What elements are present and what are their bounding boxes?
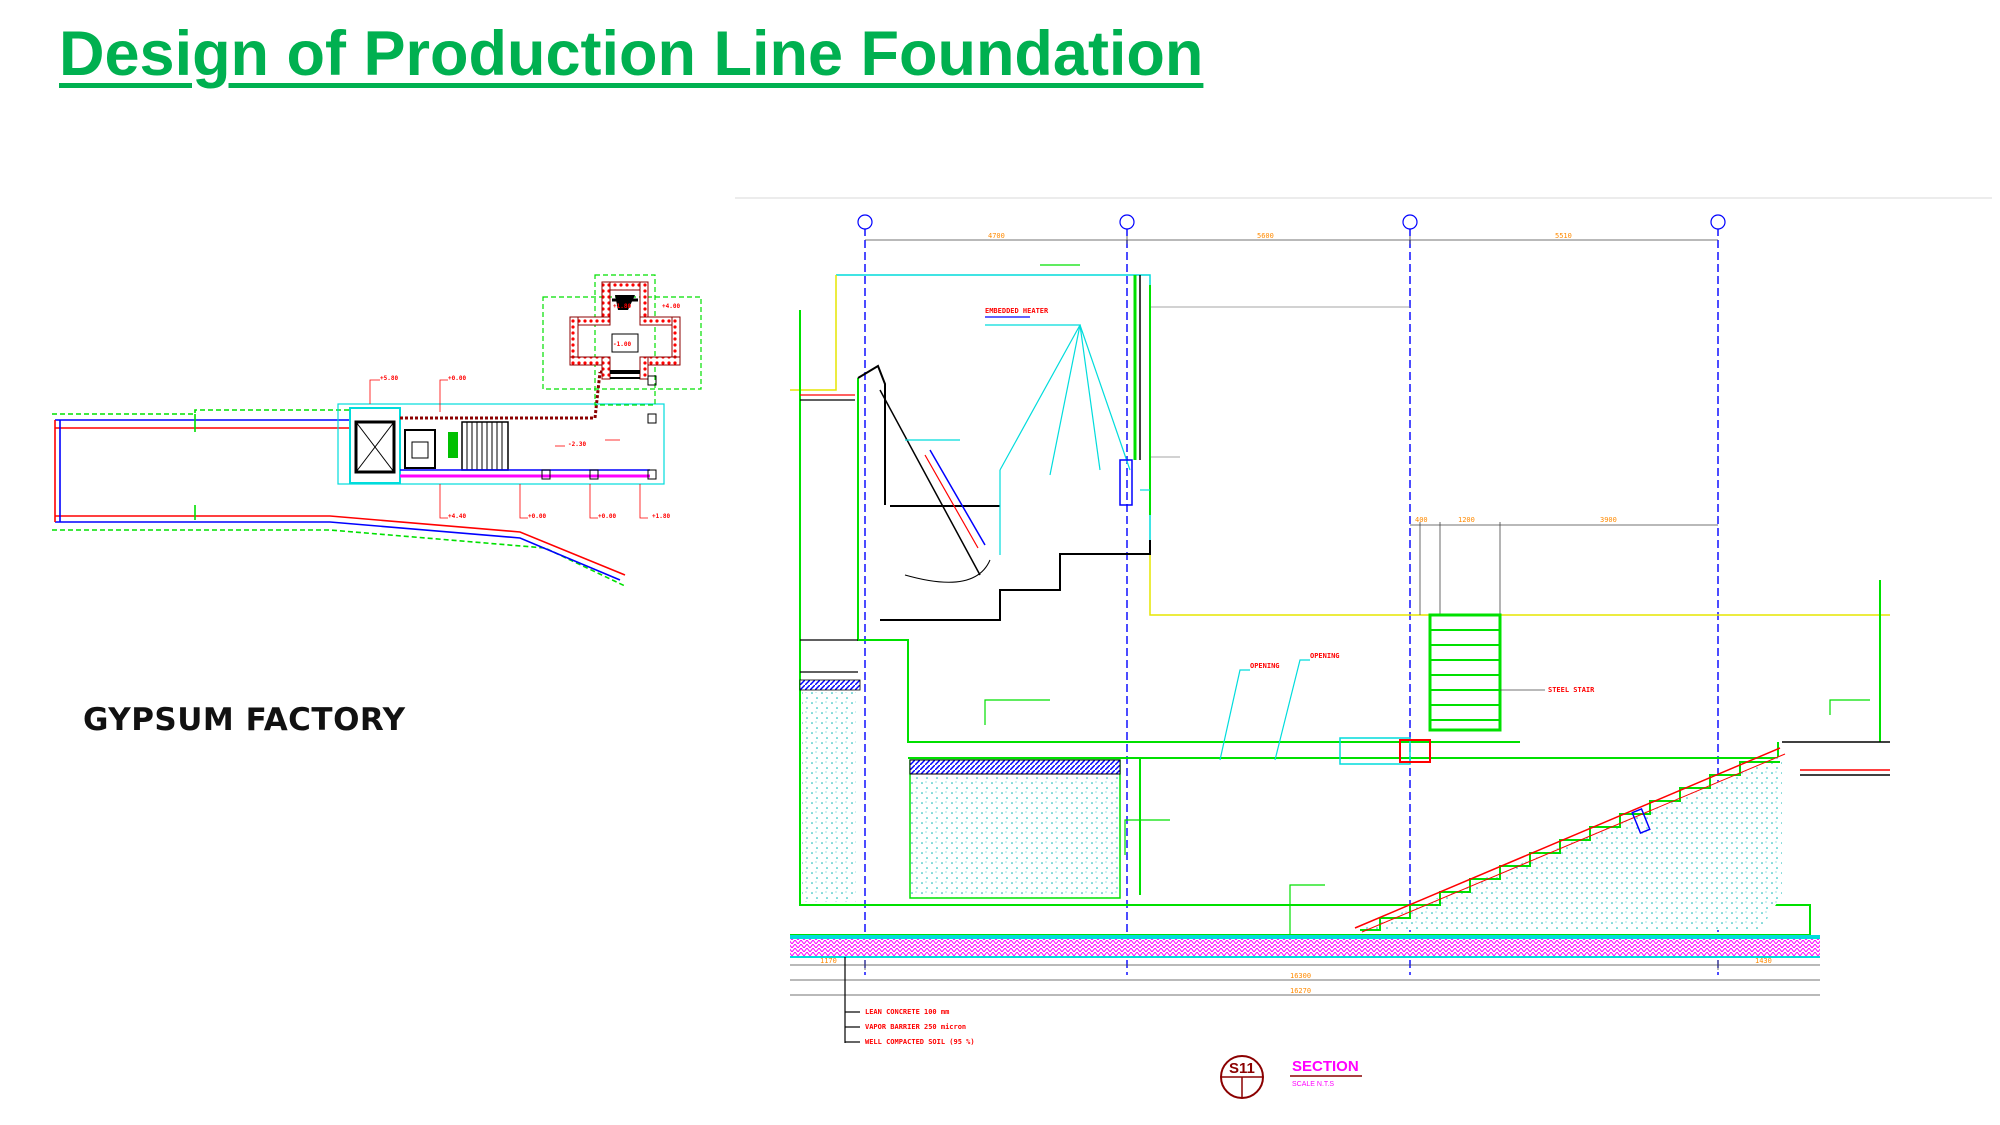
plan-level-label: -2.30	[568, 441, 586, 448]
plan-level-label: +0.00	[448, 375, 466, 382]
factory-name: GYPSUM FACTORY	[83, 702, 406, 738]
bottom-dimension: 1430	[1755, 957, 1772, 965]
plan-level-label: +1.80	[613, 303, 631, 310]
plan-level-label: +0.00	[598, 513, 616, 520]
slide-title: Design of Production Line Foundation	[59, 19, 1204, 89]
right-dimension: 1200	[1458, 516, 1475, 524]
top-dimension: 4700	[988, 232, 1005, 240]
plan-level-label: +4.40	[448, 513, 466, 520]
plan-level-label: -1.00	[613, 341, 631, 348]
right-dimension: 400	[1415, 516, 1428, 524]
legend-item: VAPOR BARRIER 250 micron	[865, 1023, 966, 1031]
plan-level-label: +5.80	[380, 375, 398, 382]
section-title: SECTION	[1292, 1058, 1359, 1075]
bottom-dimension: 1170	[820, 957, 837, 965]
section-scale: SCALE N.T.S	[1292, 1081, 1334, 1088]
plan-level-label: +1.80	[652, 513, 670, 520]
right-dimension: 3900	[1600, 516, 1617, 524]
embedded-heater-label: EMBEDDED HEATER	[985, 307, 1049, 315]
top-dimension: 5600	[1257, 232, 1274, 240]
section-title-block: S11 SECTION SCALE N.T.S	[1220, 1055, 1362, 1099]
opening-label: OPENING	[1310, 652, 1340, 660]
legend-item: WELL COMPACTED SOIL (95 %)	[865, 1038, 975, 1046]
bottom-dimension: 16300	[1290, 972, 1311, 980]
steel-stair-label: STEEL STAIR	[1548, 686, 1595, 694]
legend-item: LEAN CONCRETE 100 mm	[865, 1008, 949, 1016]
opening-label: OPENING	[1250, 662, 1280, 670]
section-id: S11	[1229, 1060, 1255, 1077]
bottom-dimension: 16270	[1290, 987, 1311, 995]
top-dimension: 5510	[1555, 232, 1572, 240]
plan-level-label: +4.00	[662, 303, 680, 310]
plan-level-label: +0.00	[528, 513, 546, 520]
